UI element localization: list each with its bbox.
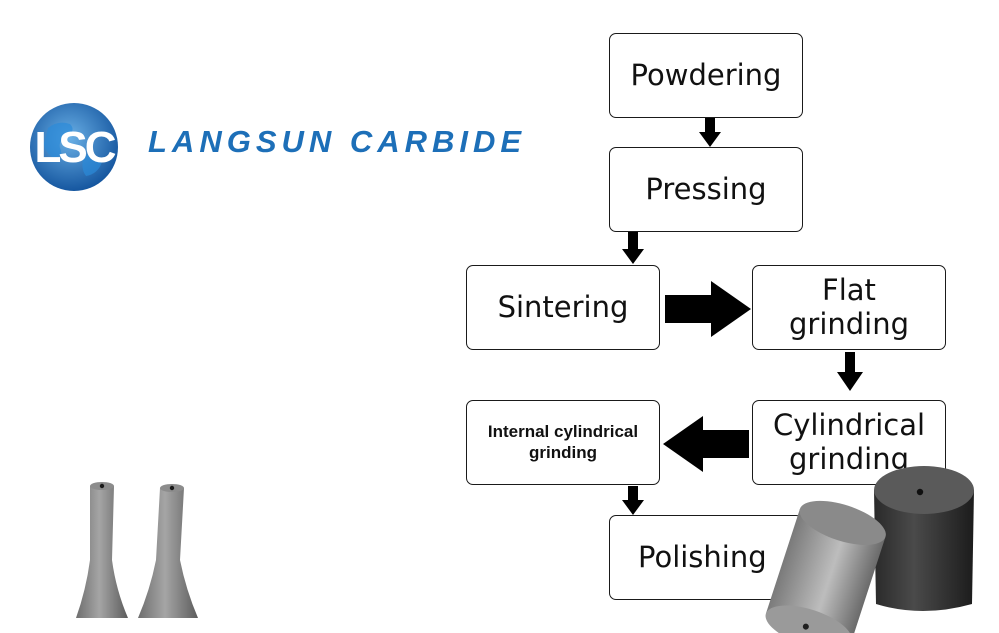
step-powdering: Powdering: [609, 33, 803, 118]
step-internal-cylindrical-grinding: Internal cylindrical grinding: [466, 400, 660, 485]
step-pressing: Pressing: [609, 147, 803, 232]
carbide-nozzles-image: [76, 482, 198, 618]
step-polishing: Polishing: [609, 515, 803, 600]
step-pressing-label: Pressing: [645, 171, 767, 206]
carbide-cylinder-dies-image: [765, 466, 974, 633]
step-sintering-label: Sintering: [497, 289, 629, 324]
arrow-sintering-to-flat-grinding: [665, 281, 751, 337]
arrow-pressing-to-sintering: [622, 232, 644, 264]
step-internal-cylindrical-grinding-label: Internal cylindrical grinding: [487, 422, 639, 462]
step-powdering-label: Powdering: [630, 57, 782, 92]
arrow-powdering-to-pressing: [699, 118, 721, 147]
step-cylindrical-grinding-label: Cylindrical grinding: [772, 408, 926, 476]
step-polishing-label: Polishing: [638, 539, 767, 574]
brand-name: LANGSUN CARBIDE: [148, 124, 527, 159]
step-sintering: Sintering: [466, 265, 660, 350]
arrow-internal-to-polishing: [622, 486, 644, 515]
svg-text:LSC: LSC: [35, 123, 116, 172]
step-flat-grinding: Flat grinding: [752, 265, 946, 350]
arrow-cylindrical-to-internal: [663, 416, 749, 472]
arrow-flat-to-cylindrical: [837, 352, 863, 391]
step-flat-grinding-label: Flat grinding: [788, 273, 910, 341]
lsc-globe-logo-icon: LSC: [30, 103, 119, 191]
